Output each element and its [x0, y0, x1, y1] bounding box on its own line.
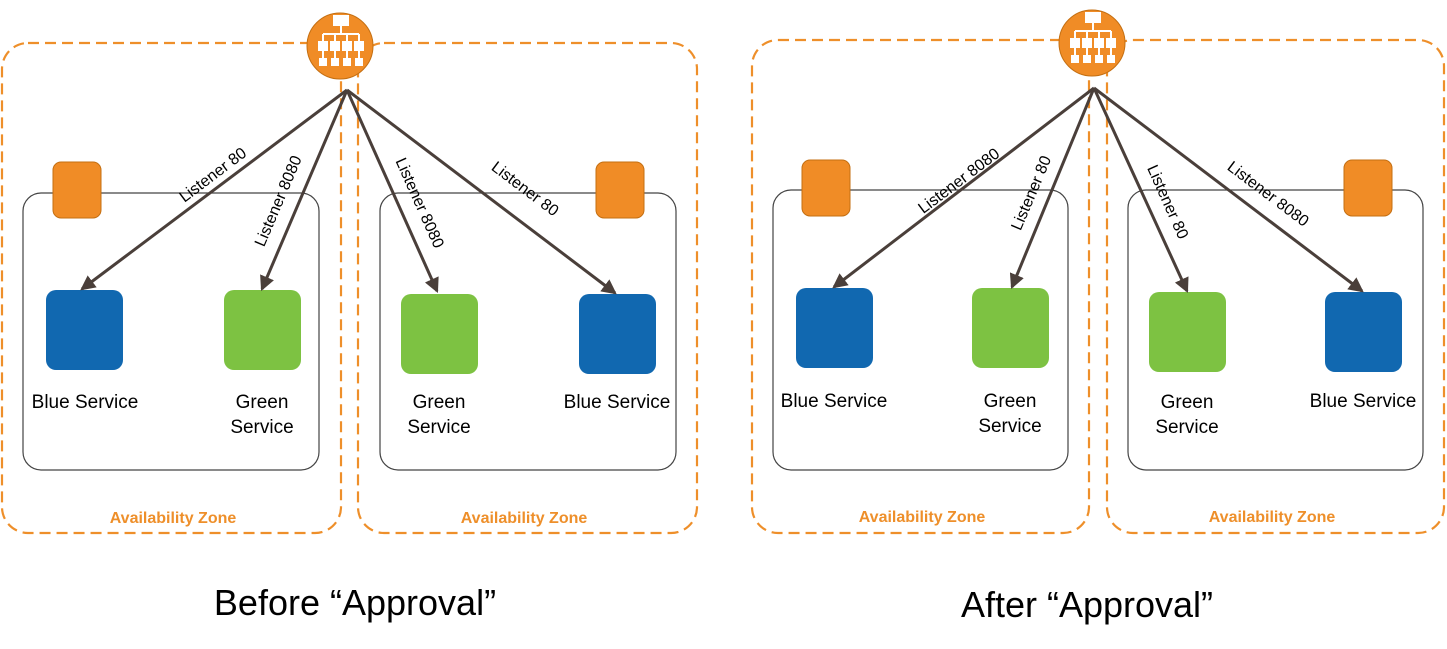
listener-arrow — [80, 88, 348, 291]
panel-before: Blue Service Green Service Green Service… — [0, 12, 699, 623]
service-label: Green — [413, 392, 466, 413]
blue-service-icon — [796, 288, 873, 368]
green-service-icon — [224, 290, 301, 370]
load-balancer-icon — [306, 12, 374, 80]
availability-zone-1 — [0, 41, 343, 535]
service-label: Blue Service — [564, 392, 671, 413]
panel-caption: Before “Approval” — [214, 582, 496, 623]
panel-caption: After “Approval” — [961, 584, 1213, 625]
green-service-icon — [972, 288, 1049, 368]
ec2-instance-icon — [595, 161, 645, 219]
ec2-instance-icon — [801, 159, 851, 217]
listener-arrow — [1092, 87, 1189, 294]
service-label: Green — [236, 392, 289, 413]
availability-zone-1 — [750, 38, 1091, 535]
availability-zone-label: Availability Zone — [1209, 509, 1336, 526]
service-label: Blue Service — [1310, 391, 1417, 412]
availability-zone-2 — [356, 41, 699, 535]
service-label: Green — [1161, 392, 1214, 413]
subnet-box — [379, 192, 677, 471]
availability-zone-2 — [1105, 38, 1446, 535]
listener-arrow — [1093, 86, 1364, 293]
load-balancer-icon — [1058, 9, 1126, 77]
service-label: Service — [1155, 417, 1218, 438]
availability-zone-label: Availability Zone — [461, 510, 588, 527]
green-service-icon — [401, 294, 478, 374]
service-label: Green — [984, 391, 1037, 412]
listener-arrow — [260, 89, 349, 292]
blue-service-icon — [1325, 292, 1402, 372]
service-label: Service — [230, 417, 293, 438]
listener-arrow — [832, 86, 1095, 289]
availability-zone-label: Availability Zone — [859, 509, 986, 526]
availability-zone-label: Availability Zone — [110, 510, 237, 527]
blue-service-icon — [579, 294, 656, 374]
listener-arrow — [346, 88, 617, 295]
service-label: Blue Service — [781, 391, 888, 412]
blue-service-icon — [46, 290, 123, 370]
service-label: Service — [978, 416, 1041, 437]
ec2-instance-icon — [52, 161, 102, 219]
subnet-box — [1127, 189, 1424, 471]
listener-arrow — [345, 89, 439, 294]
service-label: Blue Service — [32, 392, 139, 413]
service-label: Service — [407, 417, 470, 438]
subnet-box — [22, 192, 320, 471]
panel-after: Blue Service Green Service Green Service… — [750, 9, 1446, 625]
ec2-instance-icon — [1343, 159, 1393, 217]
subnet-box — [772, 189, 1069, 471]
green-service-icon — [1149, 292, 1226, 372]
listener-arrow — [1009, 87, 1096, 290]
